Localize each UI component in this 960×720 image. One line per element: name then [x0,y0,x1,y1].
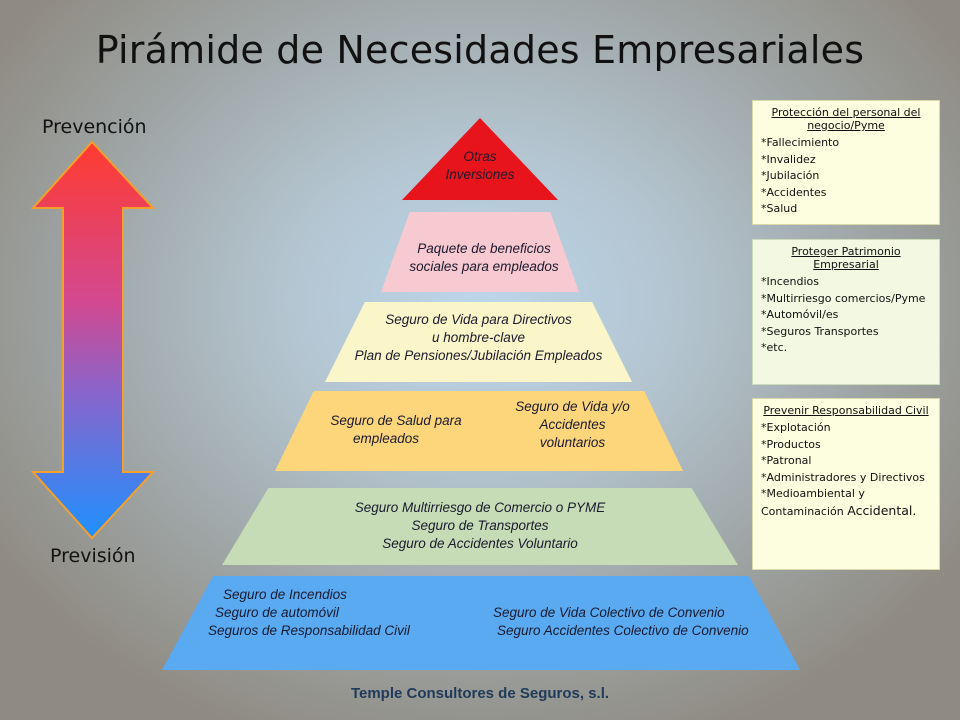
pyramid-tier-2 [381,212,579,292]
tier-3-text: Seguro de Vida para Directivos u hombre-… [354,312,603,363]
pyramid-tier-3 [325,302,632,382]
info-box-personal-protection: Protección del personal del negocio/Pyme… [752,100,940,225]
pyramid-tier-5 [222,488,738,565]
box-title: Protección del personal del negocio/Pyme [771,106,921,132]
box-item: *Productos [761,437,821,451]
box-item: *Automóvil/es [761,308,839,321]
box-item-text: *Medioambiental y Contaminación [761,487,865,518]
box-item-tail: Accidental. [847,502,917,518]
double-arrow-icon [30,140,156,540]
tier-4-right-text: Seguro de Vida y/o Accidentes voluntario… [515,399,630,450]
prevision-label: Previsión [50,545,136,567]
tier-5-text: Seguro Multirriesgo de Comercio o PYME S… [354,500,606,551]
box-item: *Fallecimiento [761,136,840,149]
pyramid-tier-4 [275,391,683,471]
box-title: Prevenir Responsabilidad Civil [763,404,929,417]
info-box-business-assets: Proteger Patrimonio Empresarial *Incendi… [752,239,940,385]
tier-2-text: Paquete de beneficios sociales para empl… [409,241,559,274]
box-item: *Invalidez [761,152,816,166]
box-item: *Patronal [761,454,812,467]
box-title: Proteger Patrimonio Empresarial [791,245,901,271]
tier-4-left-text: Seguro de Salud para empleados [330,413,462,446]
box-item: *Multirriesgo comercios/Pyme [761,291,926,305]
tier-1-text: Otras Inversiones [445,149,515,182]
tier-6-right-text: Seguro de Vida Colectivo de Convenio Seg… [493,605,749,638]
box-item: *etc. [761,341,788,354]
box-item: *Jubilación [761,169,820,182]
box-item: *Accidentes [761,185,827,199]
box-item: *Salud [761,202,798,215]
box-item: *Explotación [761,421,831,434]
prevention-label: Prevención [42,116,147,138]
box-item: *Incendios [761,275,820,288]
page-title: Pirámide de Necesidades Empresariales [95,28,865,72]
pyramid-tier-6 [162,576,800,670]
info-box-civil-liability: Prevenir Responsabilidad Civil *Explotac… [752,398,940,570]
footer-company: Temple Consultores de Seguros, s.l. [350,685,610,702]
box-item: *Seguros Transportes [761,324,879,338]
box-item: *Medioambiental y Contaminación Accident… [761,486,931,520]
tier-6-left-text: Seguro de Incendios Seguro de automóvil … [208,587,410,638]
box-item: *Administradores y Directivos [761,470,925,484]
